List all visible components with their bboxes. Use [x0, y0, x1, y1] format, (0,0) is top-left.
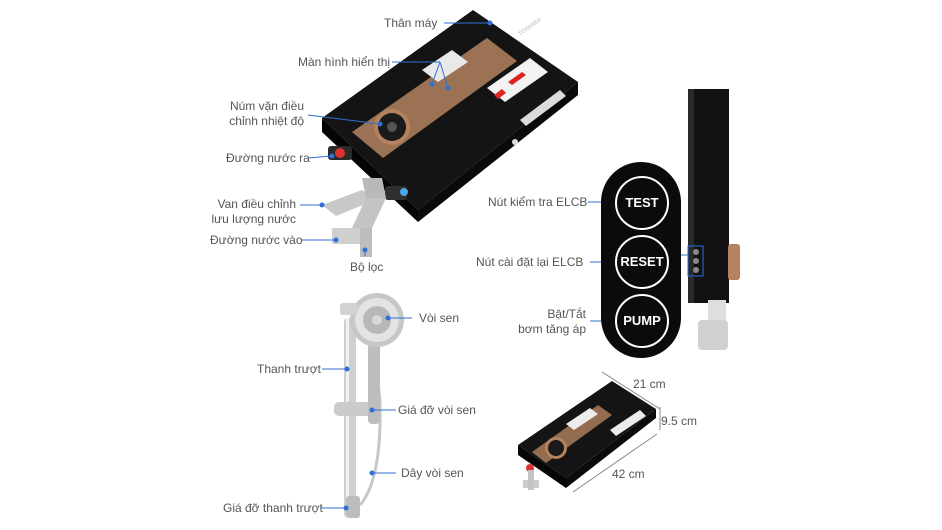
brand-text: TOSHIBA — [518, 17, 544, 38]
control-panel: TEST RESET PUMP — [601, 162, 681, 358]
dimension-height: 42 cm — [612, 467, 645, 481]
label-body: Thân máy — [384, 16, 438, 30]
label-head-holder: Giá đỡ vòi sen — [398, 403, 476, 417]
label-outlet: Đường nước ra — [226, 151, 310, 165]
label-display: Màn hình hiển thị — [298, 55, 391, 69]
test-button[interactable]: TEST — [615, 176, 669, 230]
label-knob: Núm vặn điều chỉnh nhiệt độ — [229, 99, 304, 128]
heater-main: TOSHIBA — [322, 10, 578, 257]
label-shower-head: Vòi sen — [419, 311, 460, 325]
reset-button[interactable]: RESET — [615, 235, 669, 289]
label-slide-bar: Thanh trượt — [257, 362, 321, 376]
label-inlet: Đường nước vào — [210, 233, 303, 247]
heater-dimensions — [518, 371, 661, 493]
dimension-width: 21 cm — [633, 377, 666, 391]
dimension-depth: 9.5 cm — [661, 414, 698, 428]
label-filter: Bộ lọc — [350, 260, 384, 274]
label-pump: Bật/Tắt bơm tăng áp — [518, 307, 586, 336]
label-elcb-test: Nút kiểm tra ELCB — [488, 195, 588, 209]
heater-side-view — [687, 89, 740, 350]
label-hose: Dây vòi sen — [401, 466, 464, 480]
pump-button[interactable]: PUMP — [615, 294, 669, 348]
shower-set — [334, 293, 404, 518]
label-bar-holder: Giá đỡ thanh trượt — [223, 501, 323, 515]
label-valve: Van điều chỉnh lưu lượng nước — [211, 197, 296, 226]
label-elcb-reset: Nút cài đặt lại ELCB — [476, 255, 584, 269]
